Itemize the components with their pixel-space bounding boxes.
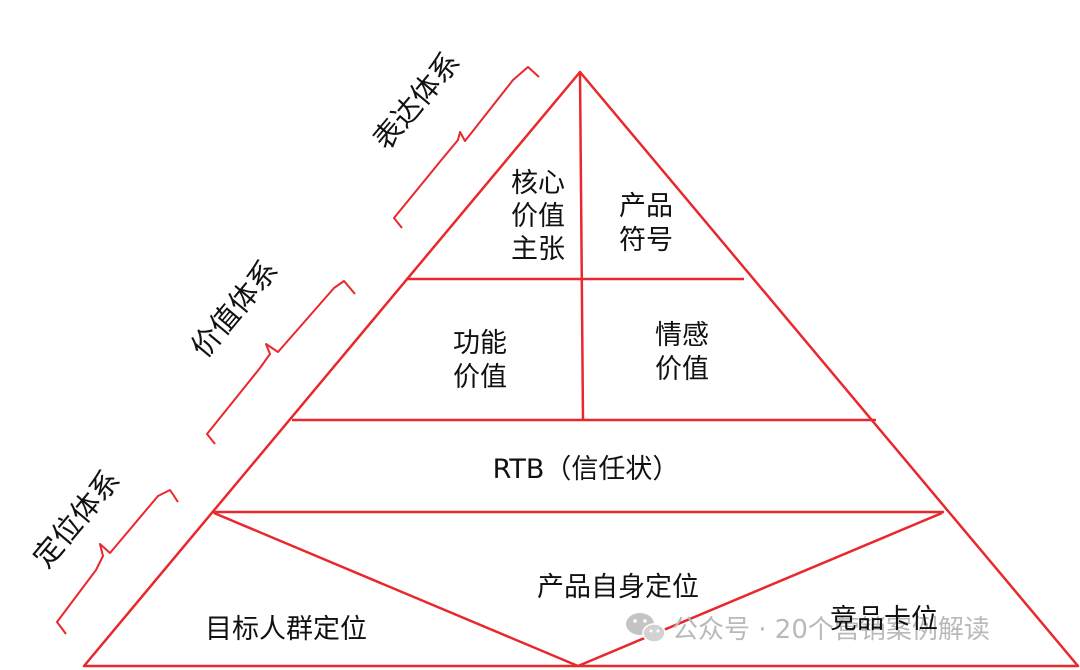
wechat-icon <box>626 613 666 643</box>
bracket-positioning <box>56 489 179 635</box>
emotional-value-line-1: 情感 <box>655 320 709 351</box>
functional-value-line-1: 功能 <box>453 328 507 359</box>
core-value-line-1: 核心 <box>511 168 565 199</box>
product-self-positioning-label: 产品自身定位 <box>537 572 699 603</box>
cell-product-symbol: 产品 符号 <box>619 191 673 256</box>
side-brackets <box>56 66 540 635</box>
bottom-v-divider <box>213 511 943 668</box>
bracket-expression <box>393 66 540 229</box>
cell-functional-value: 功能 价值 <box>453 328 507 393</box>
watermark: 公众号 · 20个营销案例解读 <box>626 613 990 645</box>
vertical-divider <box>578 71 585 421</box>
watermark-text: 公众号 · 20个营销案例解读 <box>672 615 990 645</box>
pyramid-structure <box>82 70 1080 668</box>
core-value-line-2: 价值 <box>511 201 565 232</box>
label-expression-system: 表达体系 <box>366 45 467 156</box>
functional-value-line-2: 价值 <box>453 362 507 393</box>
competitor-positioning-label: 竞品卡位 <box>830 604 938 635</box>
bracket-value <box>206 280 356 445</box>
label-positioning-system: 定位体系 <box>26 463 127 574</box>
cell-emotional-value: 情感 价值 <box>655 320 709 385</box>
core-value-line-3: 主张 <box>511 234 565 265</box>
product-symbol-line-2: 符号 <box>619 225 673 256</box>
product-symbol-line-1: 产品 <box>619 191 673 222</box>
emotional-value-line-2: 价值 <box>655 354 709 385</box>
target-audience-positioning-label: 目标人群定位 <box>205 614 367 645</box>
cell-core-value-proposition: 核心 价值 主张 <box>511 168 565 265</box>
rtb-trust-label: RTB（信任状） <box>493 454 680 485</box>
